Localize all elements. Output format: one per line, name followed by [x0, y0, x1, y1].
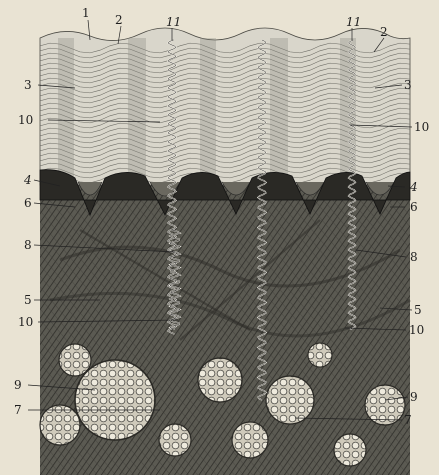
label-2-right: 2 [380, 25, 388, 39]
label-7-right: 7 [404, 413, 412, 427]
label-5-left: 5 [24, 293, 32, 307]
label-8-right: 8 [410, 250, 418, 264]
label-3-right: 3 [404, 78, 412, 92]
label-11-left: 11 [166, 15, 181, 29]
label-10-top-left: 10 [18, 113, 33, 127]
label-9-right: 9 [410, 390, 418, 404]
label-4-right: 4 [409, 180, 418, 194]
label-10-top-right: 10 [414, 120, 429, 134]
label-2-left: 2 [115, 13, 123, 27]
label-1: 1 [82, 6, 90, 20]
label-5-right: 5 [414, 303, 422, 317]
label-11-right: 11 [346, 15, 361, 29]
label-8-left: 8 [24, 238, 32, 252]
label-6-left: 6 [24, 196, 32, 210]
label-3-left: 3 [24, 78, 32, 92]
label-4-left: 4 [23, 173, 32, 187]
label-10-mid-left: 10 [18, 315, 33, 329]
label-7-left: 7 [14, 403, 22, 417]
label-9-left: 9 [14, 378, 22, 392]
label-10-mid-right: 10 [409, 323, 424, 337]
label-6-right: 6 [410, 200, 418, 214]
